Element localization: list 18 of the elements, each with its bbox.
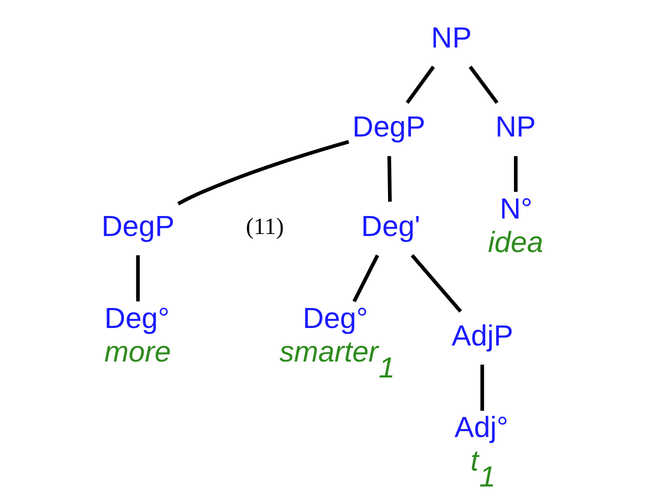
connector: [352, 254, 379, 302]
connector: [386, 156, 392, 202]
connector: [410, 254, 462, 313]
node-text: NP: [430, 22, 472, 55]
node-text: NP: [494, 112, 536, 144]
node-text: AdjP: [451, 320, 513, 352]
connector: [468, 66, 498, 104]
connector: [480, 364, 484, 411]
node-text: DegP: [352, 112, 425, 144]
connector: [136, 255, 140, 302]
connector: [176, 140, 349, 206]
node-text: DegP: [100, 210, 174, 243]
node-text: Deg': [360, 210, 420, 243]
node-text: N° idea: [488, 193, 543, 259]
connector: [513, 156, 518, 192]
label: (11): [245, 214, 284, 240]
connector: [405, 66, 434, 104]
node-text: Deg° more: [104, 302, 170, 368]
